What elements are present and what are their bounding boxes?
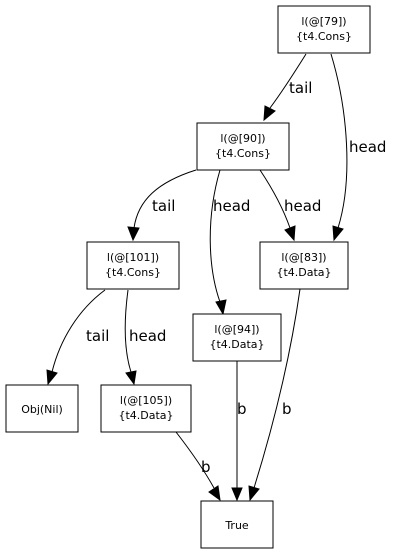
edge-90-head-83: head <box>259 169 321 242</box>
edge-101-tail-nil: tail <box>46 289 109 386</box>
node-94: l(@[94]) {t4.Data} <box>192 313 282 362</box>
edge-83-b-true: b <box>248 288 301 502</box>
node-label: l(@[94]) <box>214 323 259 336</box>
edge-label: head <box>284 197 321 215</box>
edge-90-tail-101: tail <box>127 169 197 242</box>
edge-101-head-105: head <box>124 289 166 386</box>
node-label: l(@[83]) <box>281 251 326 264</box>
edge-label: tail <box>86 327 109 345</box>
edge-label: head <box>129 327 166 345</box>
node-label: l(@[101]) <box>107 251 159 264</box>
edge-label: tail <box>289 79 312 97</box>
node-type: {t4.Cons} <box>215 147 271 160</box>
node-83: l(@[83]) {t4.Data} <box>259 241 349 290</box>
edge-label: b <box>237 400 247 418</box>
node-type: {t4.Data} <box>276 266 331 279</box>
node-101: l(@[101]) {t4.Cons} <box>86 241 180 290</box>
edge-label: head <box>349 138 386 156</box>
edge-79-tail-90: tail <box>263 53 312 122</box>
node-79: l(@[79]) {t4.Cons} <box>277 5 371 54</box>
edge-90-head-94: head <box>209 169 250 316</box>
node-label: l(@[105]) <box>120 394 172 407</box>
node-nil: Obj(Nil) <box>5 384 79 433</box>
edge-105-b-true: b <box>175 431 221 502</box>
node-label: Obj(Nil) <box>21 403 63 416</box>
node-label: l(@[79]) <box>301 15 346 28</box>
edge-label: b <box>282 400 292 418</box>
node-type: {t4.Data} <box>209 338 264 351</box>
node-type: {t4.Cons} <box>105 266 161 279</box>
edge-label: tail <box>152 197 175 215</box>
node-label: l(@[90]) <box>220 132 265 145</box>
edge-label: head <box>213 197 250 215</box>
node-type: {t4.Data} <box>118 409 173 422</box>
edge-79-head-83: head <box>330 53 386 242</box>
node-type: {t4.Cons} <box>296 30 352 43</box>
node-105: l(@[105]) {t4.Data} <box>100 384 192 433</box>
edge-94-b-true: b <box>231 361 247 502</box>
node-90: l(@[90]) {t4.Cons} <box>196 122 290 171</box>
node-true: True <box>200 500 274 549</box>
edge-label: b <box>201 458 211 476</box>
node-label: True <box>224 519 249 532</box>
